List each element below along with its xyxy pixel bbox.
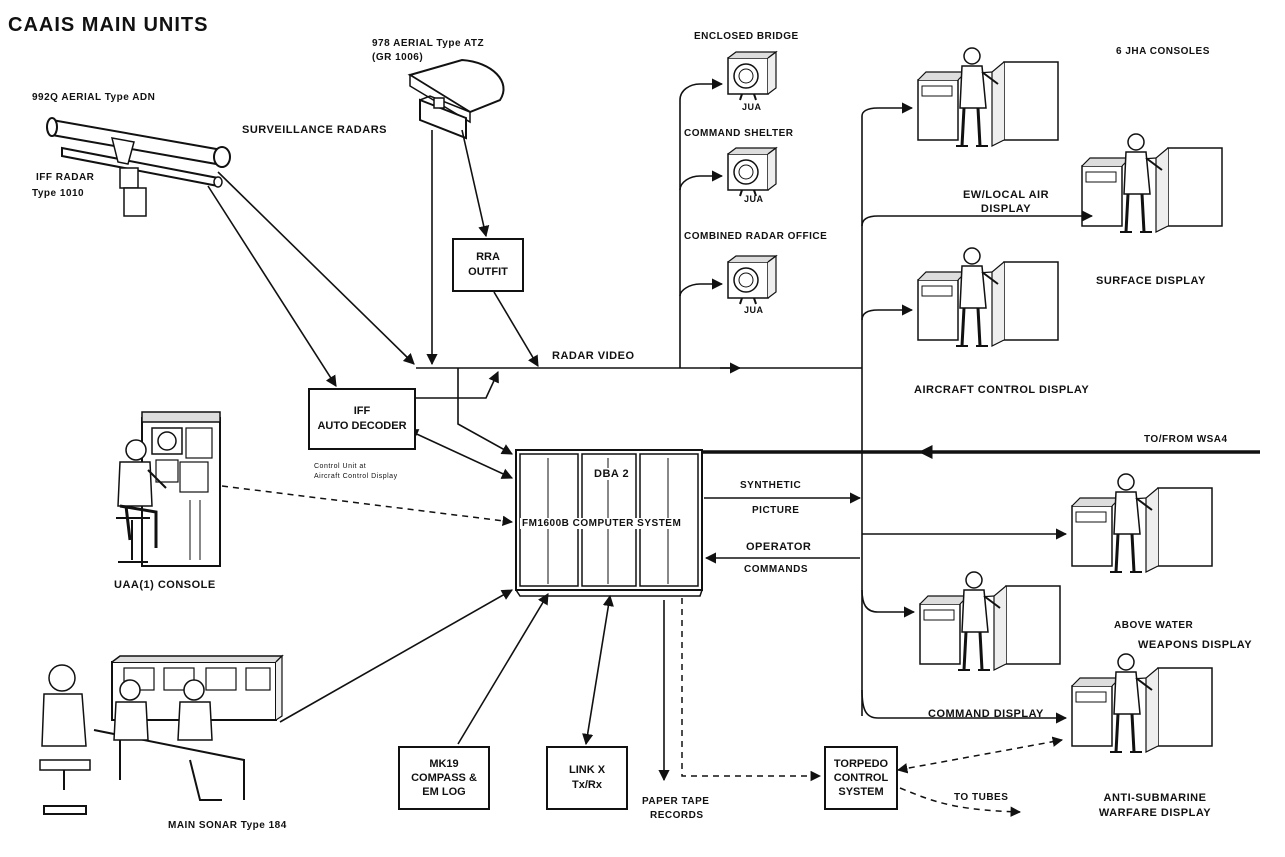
- to-tubes-label: TO TUBES: [954, 792, 1009, 803]
- iff-radar-type-label: Type 1010: [32, 188, 85, 199]
- wsa4-label: TO/FROM WSA4: [1144, 434, 1228, 445]
- jua-bridge-icon: [727, 51, 777, 101]
- mk19-label: MK19: [429, 758, 459, 770]
- aerial-978-icon: [407, 58, 505, 140]
- commands-label: COMMANDS: [744, 564, 808, 575]
- weapons-display-label: WEAPONS DISPLAY: [1138, 639, 1253, 651]
- em-log-label: EM LOG: [422, 786, 466, 798]
- surface-display-label: SURFACE DISPLAY: [1096, 275, 1206, 287]
- jha-consoles-label: 6 JHA CONSOLES: [1116, 46, 1210, 57]
- iff-label: IFF: [353, 405, 371, 417]
- asw-display-label: WARFARE DISPLAY: [1098, 807, 1212, 819]
- link-x-label: LINK X: [568, 764, 606, 776]
- iff-note-2: Aircraft Control Display: [314, 473, 398, 480]
- rra-label: RRA: [476, 251, 500, 263]
- aerial-992q-icon: [46, 117, 231, 217]
- asw-label: ANTI-SUBMARINE: [1103, 792, 1207, 804]
- mk19-box: MK19 COMPASS & EM LOG: [398, 746, 490, 810]
- jha-aircraft-console-icon: [916, 246, 1060, 348]
- jha-asw-console-icon: [1070, 652, 1214, 754]
- ew-display-label: EW/LOCAL AIR: [962, 189, 1050, 201]
- torpedo-label: TORPEDO: [833, 758, 889, 770]
- synthetic-label: SYNTHETIC: [740, 480, 802, 491]
- outfit-label: OUTFIT: [468, 266, 508, 278]
- command-shelter-label: COMMAND SHELTER: [684, 128, 794, 139]
- page-title: CAAIS MAIN UNITS: [8, 14, 209, 36]
- torpedo-box: TORPEDO CONTROL SYSTEM: [824, 746, 898, 810]
- enclosed-bridge-label: ENCLOSED BRIDGE: [694, 31, 799, 42]
- compass-label: COMPASS &: [411, 772, 477, 784]
- radar-video-label: RADAR VIDEO: [552, 350, 635, 362]
- records-label: RECORDS: [650, 810, 704, 821]
- jua-shelter-icon: [727, 147, 777, 197]
- combined-radar-office-label: COMBINED RADAR OFFICE: [684, 231, 828, 242]
- jua-radar-office-icon: [727, 255, 777, 305]
- txrx-label: Tx/Rx: [572, 779, 602, 791]
- above-water-label: ABOVE WATER: [1114, 620, 1194, 631]
- jha-above-water-console-icon: [1070, 472, 1214, 574]
- auto-decoder-label: AUTO DECODER: [317, 420, 407, 432]
- aircraft-control-display-label: AIRCRAFT CONTROL DISPLAY: [914, 384, 1090, 396]
- uaa-console-label: UAA(1) CONSOLE: [114, 579, 216, 591]
- iff-note-1: Control Unit at: [314, 463, 367, 470]
- rra-outfit-box: RRA OUTFIT: [452, 238, 524, 292]
- aerial-992q-label: 992Q AERIAL Type ADN: [32, 92, 156, 103]
- jha-command-console-icon: [918, 570, 1062, 672]
- link-x-box: LINK X Tx/Rx: [546, 746, 628, 810]
- aerial-978-label: 978 AERIAL Type ATZ: [372, 38, 485, 49]
- main-sonar-label: MAIN SONAR Type 184: [168, 820, 287, 831]
- iff-decoder-box: IFF AUTO DECODER: [308, 388, 416, 450]
- ew-display-label-2: DISPLAY: [980, 203, 1032, 215]
- operator-label: OPERATOR: [746, 541, 812, 553]
- command-display-label: COMMAND DISPLAY: [928, 708, 1044, 720]
- iff-radar-label: IFF RADAR: [36, 172, 95, 183]
- dba2-label: DBA 2: [592, 468, 632, 480]
- aerial-978-gr-label: (GR 1006): [372, 52, 424, 63]
- jua-radar-office-label: JUA: [744, 305, 764, 315]
- control-label: CONTROL: [833, 772, 889, 784]
- jua-shelter-label: JUA: [744, 194, 764, 204]
- uaa-console-icon: [116, 411, 221, 567]
- jua-bridge-label: JUA: [742, 102, 762, 112]
- jha-surface-console-icon: [1080, 132, 1224, 234]
- computer-system-label: FM1600B COMPUTER SYSTEM: [520, 518, 684, 529]
- paper-tape-label: PAPER TAPE: [642, 796, 710, 807]
- system-label: SYSTEM: [838, 786, 884, 798]
- picture-label: PICTURE: [752, 505, 800, 516]
- surveillance-radars-label: SURVEILLANCE RADARS: [242, 124, 387, 136]
- sonar-console-icon: [39, 654, 284, 815]
- jha-ew-console-icon: [916, 46, 1060, 148]
